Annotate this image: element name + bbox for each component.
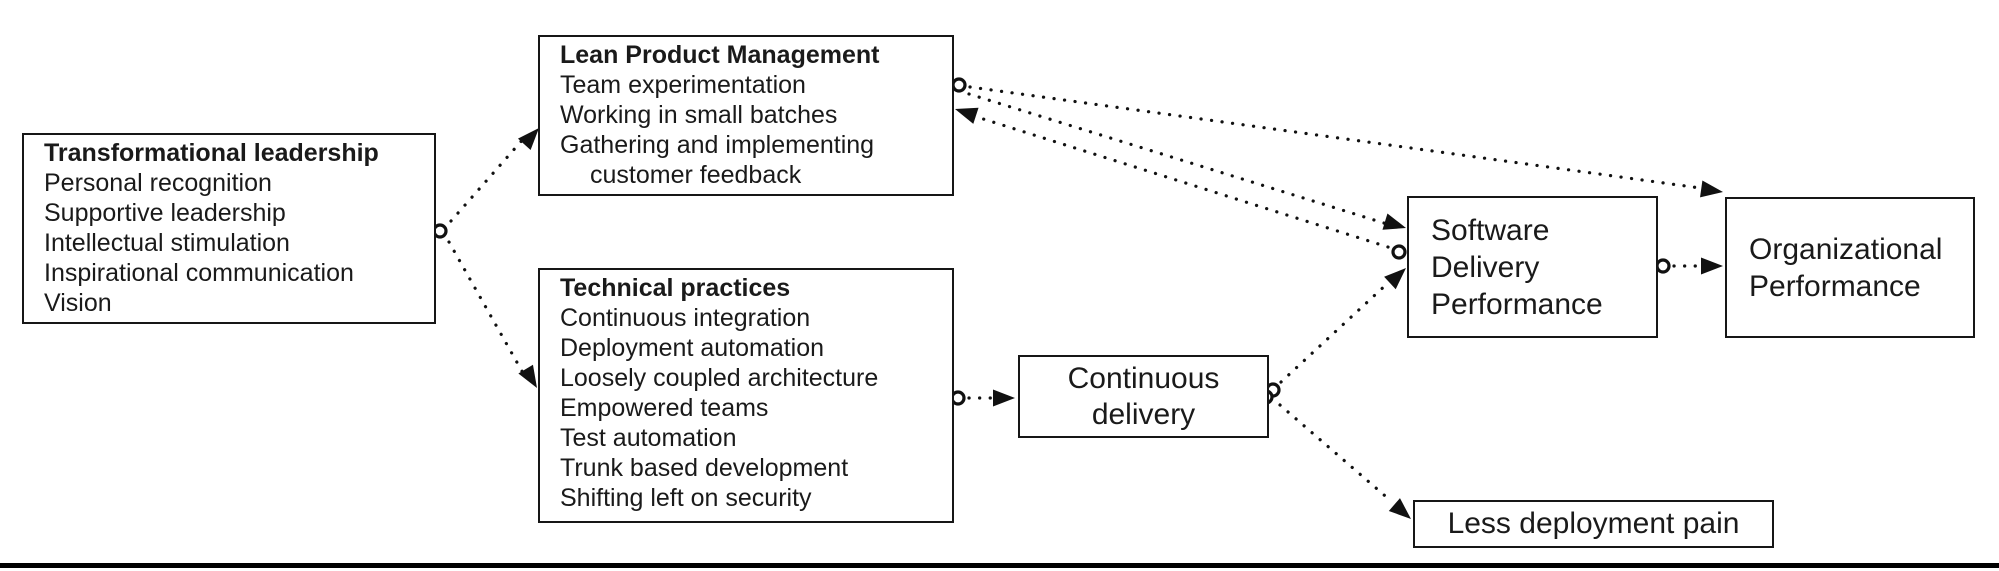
edge-tp-to-cd	[950, 389, 1015, 407]
list-item: Personal recognition	[44, 169, 272, 197]
node-software-delivery-performance: Software Delivery Performance	[1407, 196, 1658, 338]
node-technical-practices: Technical practices Continuous integrati…	[538, 268, 954, 523]
list-item: Intellectual stimulation	[44, 229, 290, 257]
list-item: Trunk based development	[560, 454, 849, 482]
edge-tl-to-tp	[432, 223, 537, 388]
node-title: Transformational leadership	[44, 139, 379, 167]
arrowhead-icon	[955, 107, 979, 124]
list-item: Deployment automation	[560, 334, 825, 362]
list-item: Continuous integration	[560, 304, 811, 332]
list-item: Team experimentation	[560, 71, 806, 99]
edge-sdp-to-lpm	[955, 107, 1407, 260]
arrowhead-icon	[1700, 180, 1723, 198]
arrowhead-icon	[993, 389, 1015, 407]
node-title: Lean Product Management	[560, 41, 880, 69]
arrowhead-icon	[1701, 257, 1723, 275]
node-transformational-leadership: Transformational leadership Personal rec…	[22, 133, 436, 324]
node-title: Technical practices	[560, 274, 791, 302]
node-label: Software Delivery Performance	[1431, 213, 1603, 321]
node-continuous-delivery: Continuous delivery	[1018, 355, 1269, 438]
node-less-deployment-pain: Less deployment pain	[1413, 500, 1774, 548]
list-item: Working in small batches	[560, 101, 838, 129]
edge-cd-to-sdp	[1265, 268, 1406, 398]
arrowhead-icon	[1384, 268, 1406, 290]
origin-circle	[1655, 258, 1671, 274]
arrowhead-icon	[517, 128, 539, 151]
edge-tl-to-lpm	[449, 128, 539, 223]
node-organizational-performance: Organizational Performance	[1725, 197, 1975, 338]
node-label: Continuous delivery	[1067, 361, 1220, 431]
list-item: Shifting left on security	[560, 484, 812, 512]
list-item: Empowered teams	[560, 394, 769, 422]
edge-lpm-to-op	[968, 85, 1723, 198]
list-item: Test automation	[560, 424, 737, 452]
list-item: Vision	[44, 289, 112, 317]
origin-circle	[1391, 244, 1407, 260]
node-label: Organizational Performance	[1749, 232, 1943, 303]
list-item: Supportive leadership	[44, 199, 286, 227]
edge-lpm-to-sdp	[951, 77, 1406, 230]
arrowhead-icon	[518, 364, 537, 388]
arrowhead-icon	[1388, 498, 1411, 519]
list-item: Inspirational communication	[44, 259, 354, 287]
arrowhead-icon	[1382, 213, 1406, 230]
node-lean-product-management: Lean Product Management Team experimenta…	[538, 35, 954, 196]
edge-sdp-to-op	[1655, 257, 1723, 275]
bottom-divider	[0, 563, 1999, 568]
list-item: Loosely coupled architecture	[560, 364, 879, 392]
edge-cd-to-ldp	[1258, 389, 1411, 519]
node-label: Less deployment pain	[1447, 507, 1740, 540]
origin-circle	[951, 77, 967, 93]
list-item: Gathering and implementing customer feed…	[560, 131, 875, 189]
